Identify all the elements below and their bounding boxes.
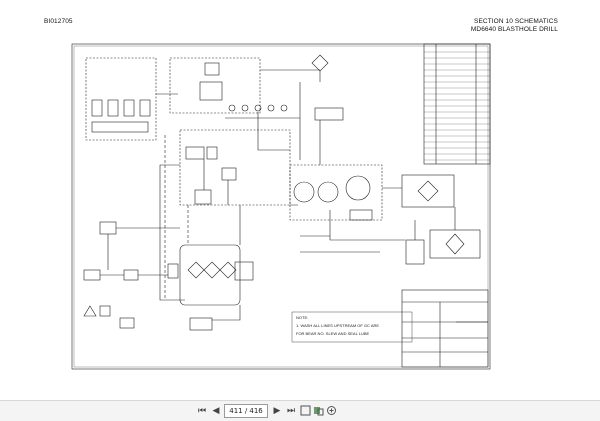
note-line-1: NOTE: bbox=[296, 315, 308, 320]
pilot-valve-box bbox=[85, 57, 157, 141]
fit-page-icon[interactable] bbox=[300, 405, 311, 416]
cooler-valve bbox=[314, 107, 344, 121]
rotate-icon[interactable] bbox=[313, 405, 324, 416]
main-control-block bbox=[179, 129, 291, 206]
left-valve bbox=[99, 221, 117, 235]
left-block bbox=[83, 269, 101, 281]
prev-page-icon[interactable]: ◀ bbox=[212, 406, 220, 416]
section-subtitle: MD6640 BLASTHOLE DRILL bbox=[470, 26, 558, 33]
motor bbox=[345, 175, 371, 201]
hydraulic-cooler bbox=[401, 174, 455, 208]
tank-symbol bbox=[83, 305, 97, 317]
pump-2 bbox=[317, 181, 339, 203]
document-id: BI012705 bbox=[44, 18, 73, 25]
hydraulic-schematic: NOTE: 1. WASH ALL LINES UPSTREAM OF GC A… bbox=[71, 43, 491, 370]
valve-4 bbox=[139, 99, 151, 117]
filter-top bbox=[311, 54, 329, 72]
drawing-frame bbox=[71, 43, 491, 370]
top-valve bbox=[204, 62, 220, 76]
manifold-block bbox=[91, 121, 149, 133]
document-page: BI012705 SECTION 10 SCHEMATICS MD6640 BL… bbox=[44, 18, 558, 370]
note-line-3: FOR BEAR NO. SLEW AND SEAL LUBE bbox=[296, 331, 370, 336]
valve-3 bbox=[123, 99, 135, 117]
parts-list bbox=[423, 43, 491, 165]
page-number-input[interactable]: 411 / 416 bbox=[224, 404, 268, 418]
viewer-toolbar: ⏮ ◀ 411 / 416 ▶ ⏭ bbox=[0, 400, 600, 421]
next-page-icon[interactable]: ▶ bbox=[273, 406, 281, 416]
hydraulic-tank bbox=[179, 244, 241, 306]
drawing-frame-inner bbox=[73, 45, 489, 368]
relief-valve bbox=[199, 81, 223, 101]
skip-last-icon[interactable]: ⏭ bbox=[286, 406, 296, 416]
valve-1 bbox=[91, 99, 103, 117]
section-title: SECTION 10 SCHEMATICS bbox=[474, 18, 558, 25]
title-block bbox=[401, 289, 489, 368]
more-icon[interactable] bbox=[326, 405, 337, 416]
pump-valve bbox=[349, 209, 373, 221]
parts-list-rows bbox=[424, 51, 490, 161]
pump-1 bbox=[293, 181, 315, 203]
skip-first-icon[interactable]: ⏮ bbox=[197, 406, 207, 416]
control-block bbox=[169, 57, 261, 114]
directional-valve bbox=[405, 239, 425, 265]
section-header: SECTION 10 SCHEMATICS MD6640 BLASTHOLE D… bbox=[471, 18, 558, 34]
bottom-valve bbox=[189, 317, 213, 331]
note-line-2: 1. WASH ALL LINES UPSTREAM OF GC ARE bbox=[296, 323, 379, 328]
pump-group bbox=[289, 164, 383, 221]
valve-2 bbox=[107, 99, 119, 117]
return-filter bbox=[234, 261, 254, 281]
